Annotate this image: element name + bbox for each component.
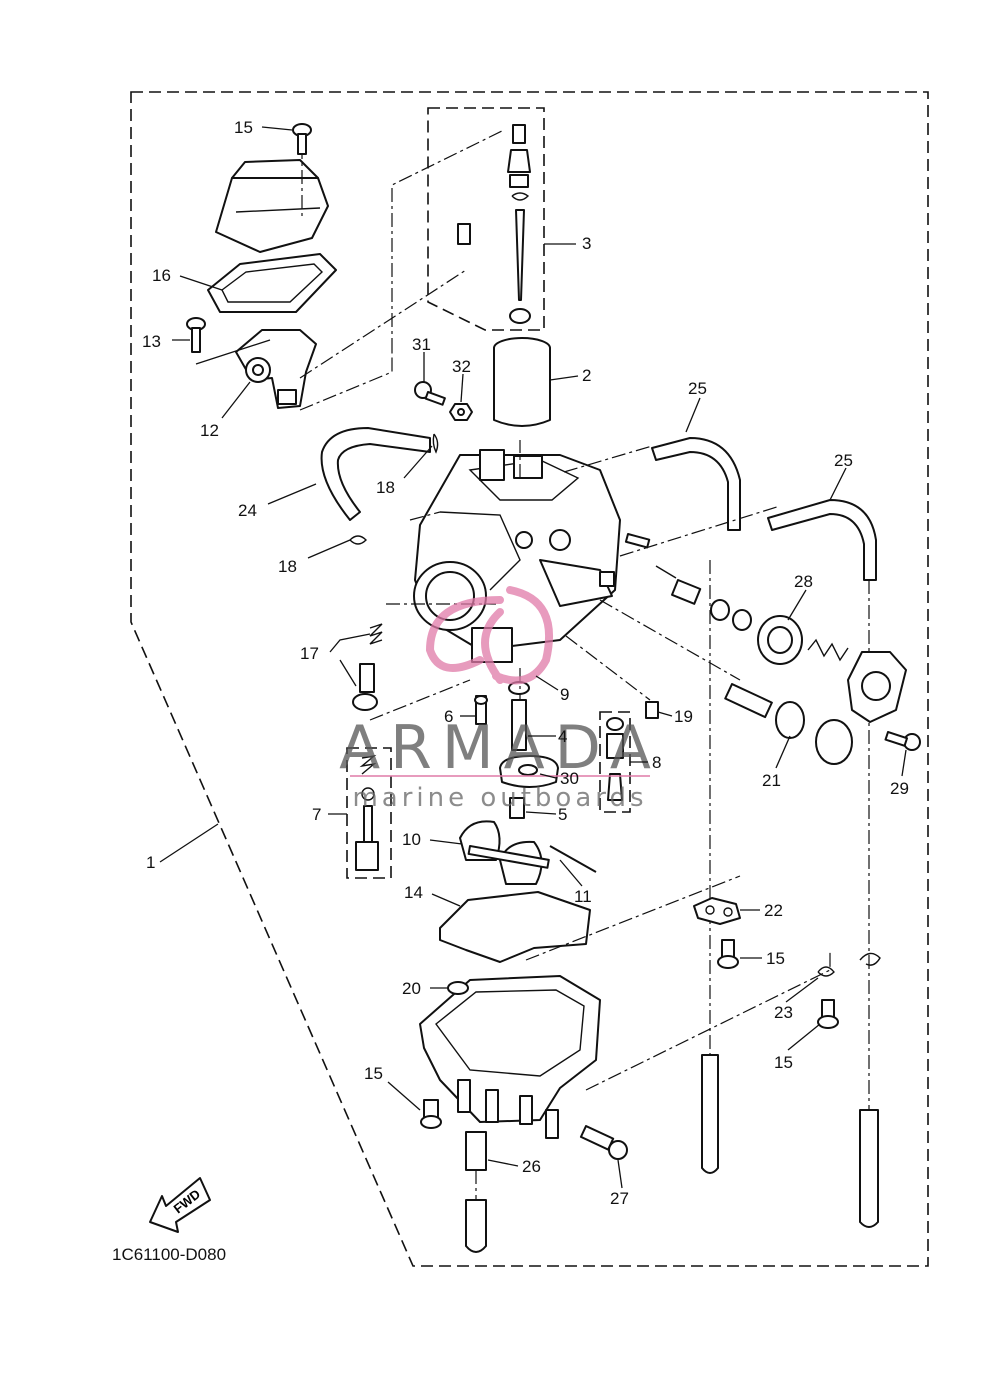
diagram-code: 1C61100-D080 — [112, 1245, 226, 1264]
callout-15: 15 — [774, 1053, 793, 1072]
callout-29: 29 — [890, 779, 909, 798]
overflow-hose-25a — [651, 437, 741, 531]
pilot-jet-6 — [474, 695, 488, 725]
throttle-lever-bracket — [235, 329, 317, 409]
accelerator-pump-cover — [847, 651, 907, 723]
bracket-screw-icon — [186, 317, 206, 353]
float-chamber-gasket-14 — [439, 891, 591, 963]
callout-32: 32 — [452, 357, 471, 376]
callout-27: 27 — [610, 1189, 629, 1208]
screw-15-right — [717, 939, 739, 969]
callout-31: 31 — [412, 335, 431, 354]
float-bowl — [419, 975, 601, 1139]
pilot-screw-box — [346, 747, 392, 879]
float-10 — [459, 820, 550, 885]
needle-jet-4 — [508, 681, 530, 751]
cover-screw-icon — [292, 123, 312, 155]
brand-watermark: ARMADA marine outboards — [339, 586, 661, 813]
brand-name: ARMADA — [339, 713, 661, 783]
callout-8: 8 — [652, 753, 661, 772]
brand-logo-icon — [425, 586, 553, 685]
callout-25: 25 — [834, 451, 853, 470]
drain-tube-left — [701, 1054, 719, 1174]
callout-25: 25 — [688, 379, 707, 398]
pump-screw-29 — [884, 730, 921, 751]
starter-plunger-21 — [724, 683, 853, 765]
callout-23: 23 — [774, 1003, 793, 1022]
callout-3: 3 — [582, 234, 591, 253]
throttle-slide — [493, 337, 551, 427]
drain-hose-26-end — [465, 1199, 487, 1253]
callout-4: 4 — [558, 727, 567, 746]
callout-14: 14 — [404, 883, 423, 902]
callout-26: 26 — [522, 1157, 541, 1176]
clamp-23 — [817, 952, 881, 977]
starter-jet-17 — [352, 623, 383, 711]
vent-hose-24 — [320, 427, 431, 521]
carburetor-body — [413, 449, 621, 663]
callout-15: 15 — [364, 1064, 383, 1083]
small-screw-31 — [414, 381, 446, 406]
spring-28 — [807, 638, 849, 662]
nut-32 — [449, 403, 473, 421]
cover-gasket — [207, 253, 337, 313]
callout-2: 2 — [582, 366, 591, 385]
callout-7: 7 — [312, 805, 321, 824]
main-jet-5 — [509, 797, 525, 819]
callout-6: 6 — [444, 707, 453, 726]
callout-28: 28 — [794, 572, 813, 591]
callout-16: 16 — [152, 266, 171, 285]
o-ring-20 — [447, 981, 469, 995]
callout-10: 10 — [402, 830, 421, 849]
callout-13: 13 — [142, 332, 161, 351]
callout-21: 21 — [762, 771, 781, 790]
drain-hose-26 — [465, 1131, 487, 1171]
callout-22: 22 — [764, 901, 783, 920]
leader-lines — [159, 126, 907, 1189]
drain-screw-27 — [579, 1125, 628, 1160]
jet-needle-assembly — [457, 124, 531, 324]
callout-15: 15 — [234, 118, 253, 137]
brand-tagline: marine outboards — [352, 783, 647, 813]
needle-valve-8 — [606, 717, 624, 801]
callout-15: 15 — [766, 949, 785, 968]
washer-30 — [499, 755, 559, 788]
callout-24: 24 — [238, 501, 257, 520]
callout-1: 1 — [146, 853, 155, 872]
callout-18: 18 — [278, 557, 297, 576]
hose-guide-plate-22 — [693, 897, 741, 925]
float-pin-11 — [549, 845, 597, 873]
callout-labels: 15 16 13 12 3 2 31 32 25 25 18 24 18 28 … — [142, 118, 909, 1208]
callout-12: 12 — [200, 421, 219, 440]
fwd-arrow-icon: FWD — [149, 1177, 211, 1233]
assembly-boundary — [130, 91, 929, 1267]
throttle-stop-screw — [624, 533, 752, 631]
callout-20: 20 — [402, 979, 421, 998]
pilot-screw-7 — [355, 754, 379, 871]
overflow-hose-25b — [767, 499, 877, 581]
callout-5: 5 — [558, 805, 567, 824]
screw-15-far-right — [817, 999, 839, 1029]
callout-19: 19 — [674, 707, 693, 726]
screw-19 — [645, 701, 659, 719]
callout-9: 9 — [560, 685, 569, 704]
callout-30: 30 — [560, 769, 579, 788]
needle-kit-box — [427, 107, 545, 331]
callout-11: 11 — [574, 887, 592, 906]
screw-15-bowl — [420, 1099, 442, 1129]
diaphragm-cover-28 — [757, 615, 803, 665]
callout-18: 18 — [376, 478, 395, 497]
top-cover — [215, 145, 329, 253]
drain-tube-right — [859, 1109, 879, 1228]
clip-18a — [432, 433, 439, 454]
clip-18b — [349, 535, 367, 545]
callout-17: 17 — [300, 644, 319, 663]
